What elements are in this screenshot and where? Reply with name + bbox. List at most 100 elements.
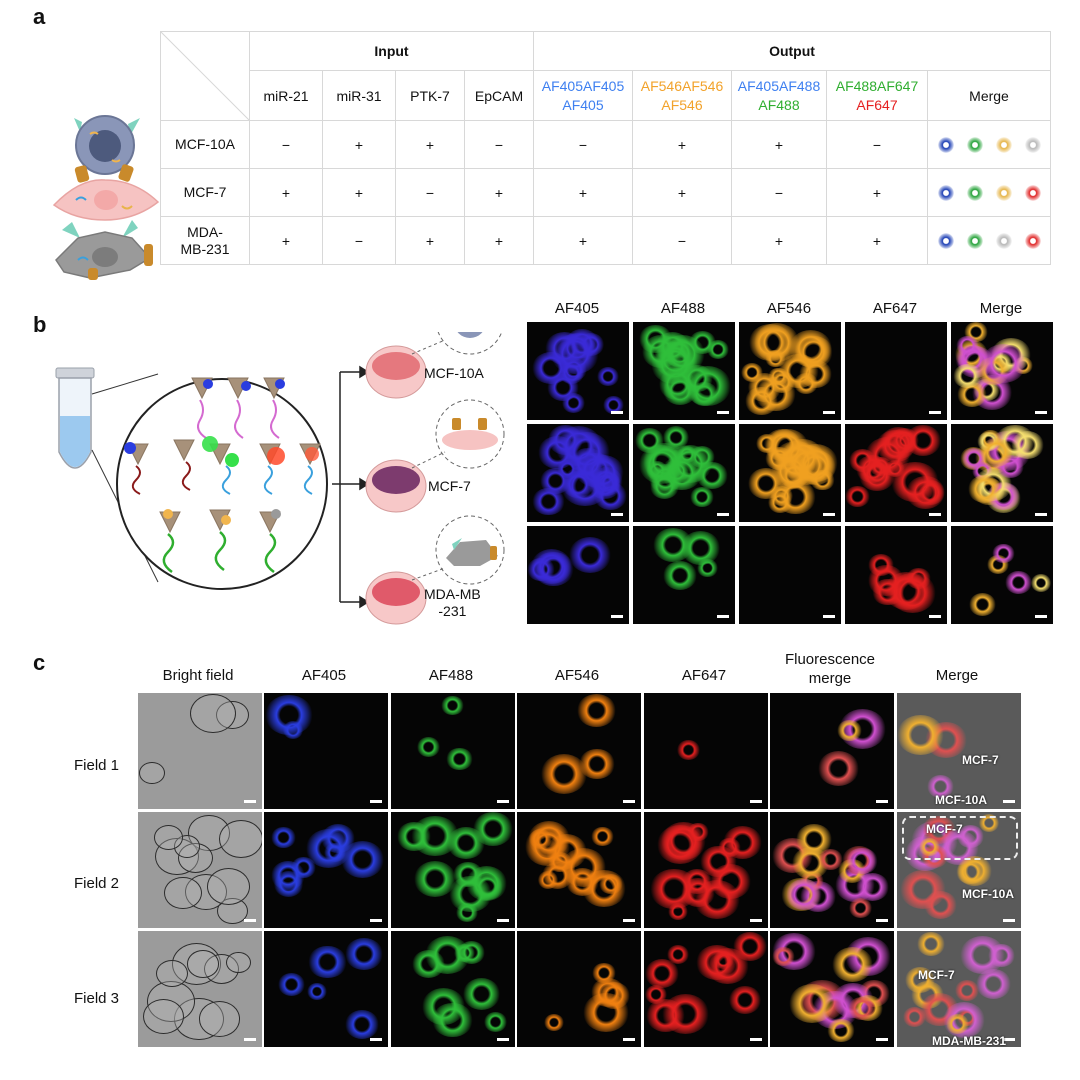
merge-color-dot	[937, 232, 954, 249]
cell-spot	[139, 761, 165, 785]
cell-spot	[555, 425, 603, 466]
sign-cell: +	[395, 120, 465, 169]
cell-spot	[305, 829, 352, 869]
merge-color-dot	[966, 136, 983, 153]
sign-cell: −	[533, 120, 633, 169]
micrograph-b	[739, 322, 841, 420]
ann-f2-mcf10a: MCF-10A	[962, 887, 1015, 901]
scale-bar	[244, 919, 256, 922]
sign-cell: +	[322, 168, 396, 217]
cell-spot	[956, 336, 979, 356]
cell-spot	[748, 324, 793, 361]
mda-cell-icon	[55, 220, 153, 280]
cell-spot	[484, 1012, 508, 1032]
cell-spot	[662, 426, 689, 449]
field-2-label: Field 2	[74, 875, 120, 892]
sign-cell: −	[731, 168, 827, 217]
cell-spot	[827, 1019, 855, 1043]
cell-spot	[1005, 571, 1033, 594]
panel-letter-a: a	[33, 4, 46, 29]
cell-spot	[561, 393, 586, 414]
cell-spot	[416, 736, 440, 757]
micrograph-c	[264, 931, 388, 1047]
micrograph-b	[845, 526, 947, 624]
cell-spot	[918, 837, 940, 856]
cell-spot	[680, 530, 721, 565]
sign-cell: −	[322, 216, 396, 265]
micrograph-b	[951, 424, 1053, 522]
cell-spot	[278, 973, 306, 997]
cell-spot	[568, 537, 611, 573]
cell-spot	[551, 333, 599, 375]
cell-spot	[956, 824, 985, 848]
cell-spot	[645, 958, 680, 988]
sign-cell: −	[395, 168, 465, 217]
dish-label-mda: MDA-MB-231	[424, 586, 481, 619]
cell-spot	[818, 750, 860, 786]
cell-spot	[846, 847, 878, 875]
micrograph-b	[739, 424, 841, 522]
cell-spot	[307, 982, 328, 1001]
tube-icon	[55, 367, 95, 469]
cell-spot	[848, 898, 872, 918]
cell-spot	[645, 998, 686, 1033]
cell-spot	[789, 983, 836, 1023]
field-3-label: Field 3	[74, 990, 120, 1007]
scale-bar	[611, 513, 623, 516]
cell-spot	[666, 945, 689, 965]
scale-bar	[1035, 411, 1047, 414]
micrograph-c	[517, 931, 641, 1047]
c-col-af488: AF488	[428, 667, 474, 684]
row-label: MCF-7	[160, 168, 250, 217]
cell-spot	[693, 879, 740, 919]
cell-spot	[906, 567, 932, 589]
cell-spot	[768, 492, 793, 513]
c-col-brightfield: Bright field	[162, 667, 234, 684]
scale-bar	[1035, 615, 1047, 618]
sign-cell: +	[395, 216, 465, 265]
micrograph-b	[527, 322, 629, 420]
cell-spot	[957, 855, 993, 886]
cell-spot	[455, 903, 479, 923]
ann-f1-mcf10a: MCF-10A	[935, 793, 988, 807]
brightfield-image	[138, 812, 262, 928]
cell-spot	[527, 557, 555, 582]
row-label: MCF-10A	[160, 120, 250, 169]
cell-spot	[588, 471, 621, 499]
scale-bar	[750, 919, 762, 922]
b-col-merge: Merge	[979, 300, 1023, 317]
scale-bar	[1035, 513, 1047, 516]
cell-spot	[411, 815, 459, 857]
cell-spot	[657, 825, 703, 864]
cell-spot	[528, 828, 553, 849]
col-epcam: EpCAM	[464, 70, 534, 121]
micrograph-b	[845, 424, 947, 522]
scale-bar	[823, 411, 835, 414]
micrograph-c	[897, 693, 1021, 809]
merge-color-dot	[966, 232, 983, 249]
cell-spot	[740, 362, 763, 382]
b-col-af488: AF488	[660, 300, 706, 317]
merge-color-dot	[995, 184, 1012, 201]
sign-cell: +	[533, 216, 633, 265]
cell-spot	[143, 999, 184, 1035]
cell-spot	[788, 329, 832, 367]
cell-spot	[968, 474, 1002, 503]
merge-color-dot	[995, 136, 1012, 153]
b-col-af546: AF546	[766, 300, 812, 317]
cell-spot	[207, 868, 251, 905]
ann-f2-mcf7: MCF-7	[926, 822, 963, 836]
panel-letter-c: c	[33, 650, 46, 675]
b-col-af405: AF405	[554, 300, 600, 317]
merge-dots	[927, 216, 1051, 265]
cell-spot	[953, 363, 982, 388]
cell-spot	[154, 825, 183, 850]
output-header: Output	[533, 31, 1051, 71]
sign-cell: +	[826, 216, 928, 265]
cell-spot	[855, 872, 889, 901]
cell-spot	[446, 747, 473, 771]
cell-spot	[867, 564, 905, 596]
